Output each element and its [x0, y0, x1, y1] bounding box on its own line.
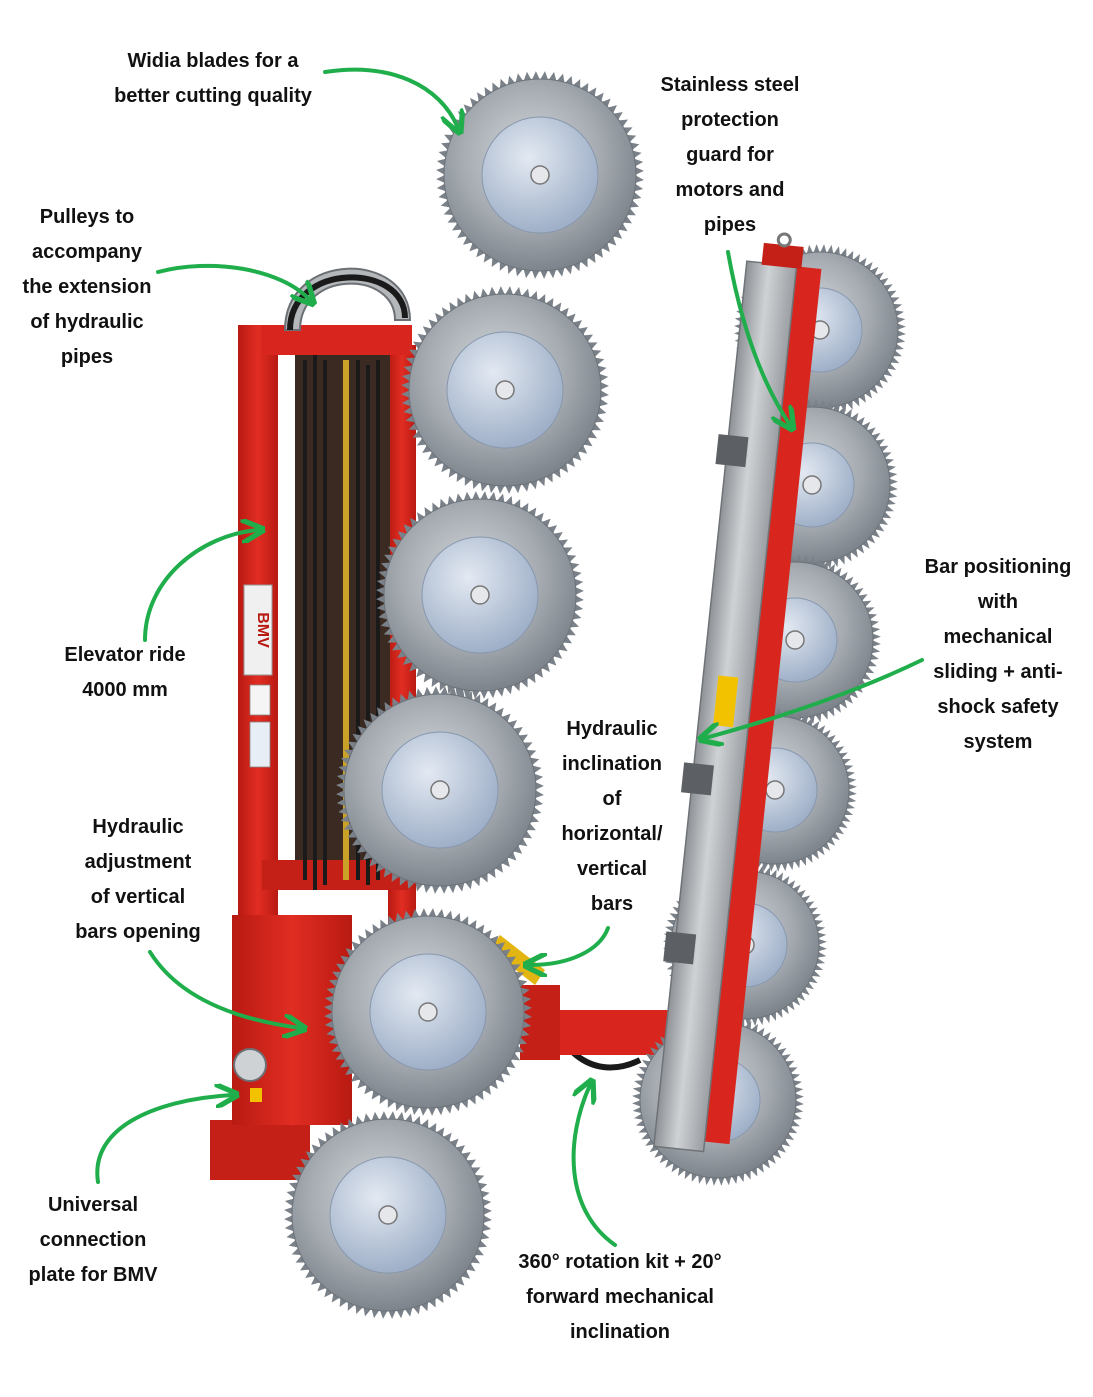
saw-blade — [401, 286, 609, 494]
label-line: accompany — [31, 241, 143, 263]
pulley-guard — [283, 267, 412, 331]
saw-blade — [284, 1111, 492, 1319]
blade-nut — [802, 475, 822, 495]
label-line: the extension — [22, 276, 152, 298]
arrow-widia — [323, 67, 458, 128]
label-line: bars opening — [75, 921, 201, 943]
saw-blade — [324, 908, 532, 1116]
yellow-measuring-strip — [343, 360, 349, 880]
label-line: mechanical — [943, 626, 1053, 648]
label-pulleys: Pulleys to accompany the extension of hydra… — [2, 200, 172, 375]
left-blades — [284, 71, 644, 1319]
label-line: Hydraulic — [92, 816, 184, 838]
label-line: shock safety — [937, 696, 1059, 718]
rotation-joint — [520, 985, 560, 1060]
label-rotation: 360° rotation kit + 20° forward mechanica… — [490, 1245, 750, 1350]
saw-blade — [336, 686, 544, 894]
base-pivot — [233, 1048, 267, 1082]
label-elevator: Elevator ride 4000 mm — [45, 638, 205, 708]
base-assembly — [210, 915, 352, 1180]
blade-nut — [430, 780, 450, 800]
label-line: of hydraulic — [30, 311, 144, 333]
label-line: with — [978, 591, 1018, 613]
label-line: pipes — [60, 346, 114, 368]
guard-top-cap — [761, 242, 804, 269]
motor-clamp-3 — [663, 931, 697, 965]
label-line: Widia blades for a — [127, 50, 299, 72]
lifting-eye — [776, 232, 792, 248]
arrow-universal — [95, 1095, 232, 1184]
label-line: pipes — [703, 214, 757, 236]
label-line: motors and — [675, 179, 785, 201]
saw-blade — [436, 71, 644, 279]
warning-sticker — [249, 684, 271, 716]
label-stainless: Stainless steel protection guard for motors… — [640, 68, 820, 243]
connection-plate — [210, 1120, 310, 1180]
arrow-pulleys — [156, 263, 310, 300]
label-line: forward mechanical — [526, 1286, 714, 1308]
yellow-tag — [250, 1088, 262, 1102]
bmv-marking: BMV — [254, 612, 271, 648]
blade-nut — [530, 165, 550, 185]
horizontal-arm — [490, 935, 670, 1060]
label-line: inclination — [562, 753, 662, 775]
right-bar-assembly — [632, 232, 906, 1186]
info-sticker — [249, 721, 271, 768]
label-line: of — [602, 788, 622, 810]
blade-nut — [378, 1205, 398, 1225]
saw-blade — [376, 491, 584, 699]
label-line: vertical — [576, 858, 648, 880]
arrow-rotation — [571, 1085, 617, 1247]
warning-label-right — [713, 675, 739, 728]
label-line: Pulleys to — [39, 206, 135, 228]
label-line: bars — [590, 893, 634, 915]
blade-nut — [785, 630, 805, 650]
label-line: guard for — [686, 144, 774, 166]
label-line: better cutting quality — [114, 85, 312, 107]
label-line: inclination — [570, 1321, 670, 1343]
label-line: adjustment — [84, 851, 192, 873]
label-line: 4000 mm — [82, 679, 168, 701]
annotation-arrows — [95, 67, 924, 1247]
arrow-bar-positioning — [705, 658, 924, 738]
label-line: Bar positioning — [924, 556, 1072, 578]
arrow-elevator — [143, 530, 258, 642]
label-hyd-adjustment: Hydraulic adjustment of vertical bars openi… — [58, 810, 218, 950]
label-line: Stainless steel — [660, 74, 800, 96]
bmv-plate-bg — [243, 584, 273, 676]
label-line: plate for BMV — [28, 1264, 158, 1286]
label-line: system — [963, 731, 1033, 753]
arrow-stainless — [726, 250, 790, 425]
label-hyd-inclination: Hydraulic inclination of horizontal/vertica… — [542, 712, 682, 922]
motor-clamp-1 — [715, 434, 749, 468]
label-line: Elevator ride — [64, 644, 186, 666]
label-line: of vertical — [90, 886, 186, 908]
label-line: protection — [681, 109, 779, 131]
blade-nut — [470, 585, 490, 605]
motor-clamp-2 — [680, 762, 714, 796]
label-line: 360° rotation kit + 20° — [518, 1251, 722, 1273]
label-line: connection — [39, 1229, 147, 1251]
hydraulic-hoses — [303, 355, 642, 1071]
label-bar-positioning: Bar positioning with mechanical sliding + a… — [908, 550, 1088, 760]
label-line: sliding + anti- — [933, 661, 1063, 683]
label-line: horizontal/ — [561, 823, 663, 845]
blade-nut — [765, 780, 785, 800]
arrow-hyd-adjustment — [148, 950, 300, 1028]
blade-nut — [495, 380, 515, 400]
label-widia: Widia blades for a better cutting quality — [93, 44, 333, 114]
label-line: Universal — [47, 1194, 139, 1216]
label-line: Hydraulic — [566, 718, 658, 740]
blade-nut — [418, 1002, 438, 1022]
label-universal: Universal connection plate for BMV — [8, 1188, 178, 1293]
arrow-hyd-inclination — [530, 926, 610, 965]
